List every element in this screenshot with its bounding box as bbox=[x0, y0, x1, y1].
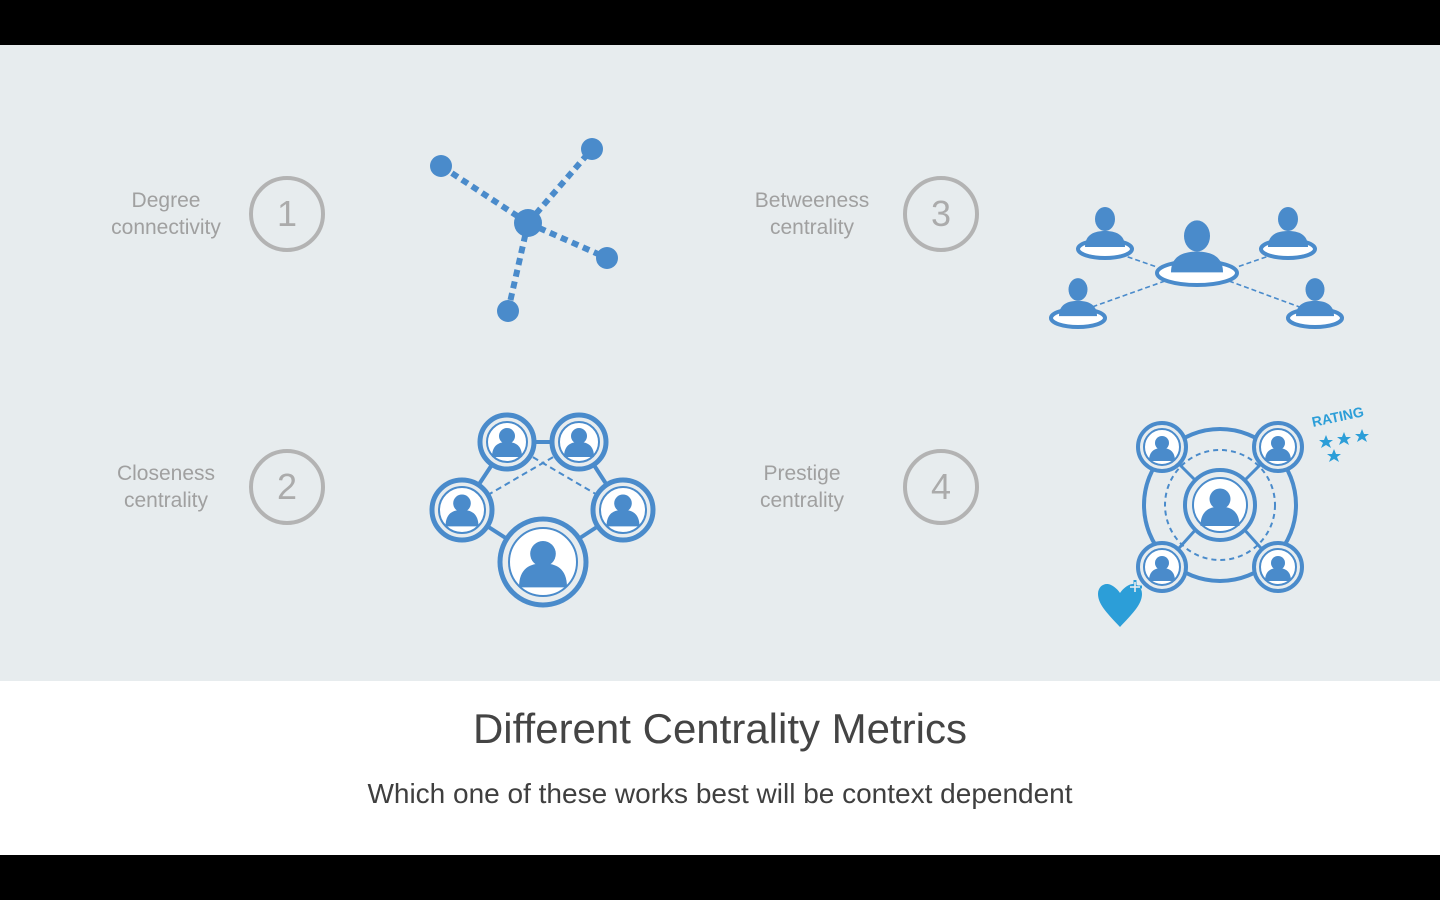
metric-label-line: Degree bbox=[131, 189, 201, 212]
metric-number-2: 2 bbox=[249, 449, 325, 525]
betweeness-network-icon bbox=[1049, 207, 1344, 329]
metric-label-line: connectivity bbox=[111, 216, 221, 239]
letterbox-top bbox=[0, 0, 1440, 45]
metric-label-line: centrality bbox=[759, 489, 845, 512]
metric-number-3: 3 bbox=[903, 176, 979, 252]
metric-label-line: centrality bbox=[123, 489, 209, 512]
rating-badge: RATING bbox=[1310, 403, 1369, 462]
metric-label-line: Prestige bbox=[763, 462, 841, 485]
metric-label-line: Betweeness bbox=[754, 189, 870, 212]
star-icon bbox=[1319, 429, 1369, 462]
heart-plus-icon bbox=[1098, 580, 1142, 627]
metric-number-4: 4 bbox=[903, 449, 979, 525]
metric-label-degree: Degree connectivity bbox=[86, 187, 246, 241]
letterbox-bottom bbox=[0, 855, 1440, 900]
metric-label-line: Closeness bbox=[116, 462, 216, 485]
prestige-network-icon: RATING bbox=[1098, 403, 1369, 627]
slide-subtitle: Which one of these works best will be co… bbox=[367, 778, 1073, 809]
metric-number-1: 1 bbox=[249, 176, 325, 252]
slide: Degree connectivity 1 Closeness centrali… bbox=[0, 45, 1440, 855]
metric-label-line: centrality bbox=[769, 216, 855, 239]
closeness-network-icon bbox=[429, 412, 656, 608]
metric-label-prestige: Prestige centrality bbox=[722, 460, 882, 514]
degree-star-graph-icon bbox=[430, 138, 618, 322]
metric-label-betweeness: Betweeness centrality bbox=[732, 187, 892, 241]
diagram-panel: Degree connectivity 1 Closeness centrali… bbox=[0, 45, 1440, 681]
slide-title: Different Centrality Metrics bbox=[472, 705, 968, 752]
metric-label-closeness: Closeness centrality bbox=[86, 460, 246, 514]
rating-label: RATING bbox=[1310, 403, 1365, 430]
